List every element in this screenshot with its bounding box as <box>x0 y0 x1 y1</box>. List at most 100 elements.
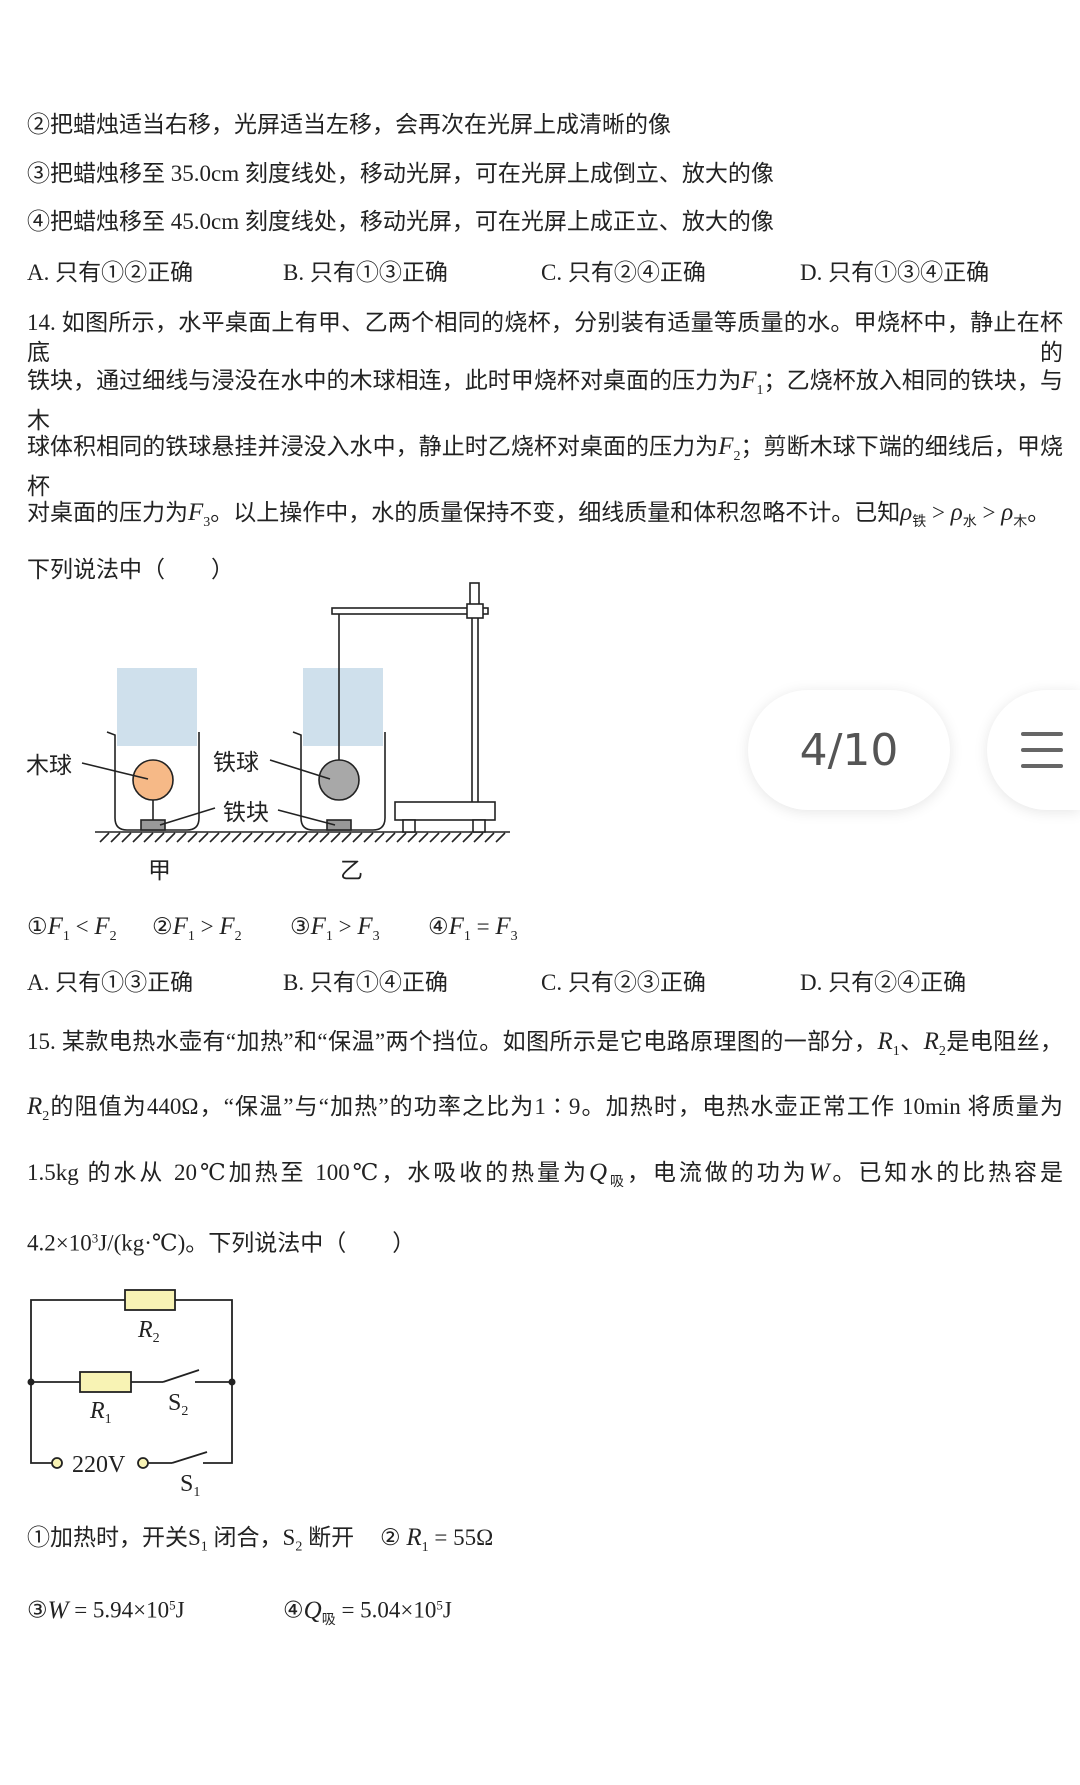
beaker-a <box>106 731 200 831</box>
hatch-mark <box>220 832 231 843</box>
math-symbol: F2 <box>718 433 740 464</box>
switch-s2 <box>162 1369 200 1383</box>
text: ② <box>380 1525 407 1550</box>
switch-s1 <box>171 1451 208 1464</box>
symbol: ρ <box>1001 499 1014 526</box>
subscript: 1 <box>756 383 764 398</box>
page-indicator[interactable]: 4/10 <box>748 690 950 810</box>
label-beaker-a: 甲 <box>148 858 171 883</box>
hatch-mark <box>242 832 253 843</box>
statement: ④F1 = F3 <box>428 912 518 952</box>
symbol: ρ <box>950 499 963 526</box>
text-line: 1.5kg 的水从 20℃加热至 100℃，水吸收的热量为Q吸，电流做的功为W。… <box>27 1158 1063 1190</box>
text: ①加热时，开关S <box>27 1525 201 1550</box>
math-symbol: R2 <box>923 1028 946 1059</box>
answer-choice[interactable]: D. 只有①③④正确 <box>800 260 990 285</box>
math-symbol: ρ木 <box>1001 499 1027 530</box>
statement: ③W = 5.94×105J <box>27 1590 185 1636</box>
subscript: 2 <box>234 929 242 944</box>
text: ②把蜡烛适当右移，光屏适当左移，会再次在光屏上成清晰的像 <box>27 112 671 137</box>
symbol: Q <box>303 1596 322 1624</box>
math-symbol: F1 <box>173 913 195 944</box>
hatch-mark <box>176 832 187 843</box>
hatch-mark <box>319 832 330 843</box>
text: 对桌面的压力为 <box>27 500 188 525</box>
text: ③把蜡烛移至 35.0cm 刻度线处，移动光屏，可在光屏上成倒立、放大的像 <box>27 161 774 186</box>
symbol: R <box>923 1028 939 1055</box>
statement: ①F1 < F2 <box>27 912 117 952</box>
subscript: 2 <box>295 1539 303 1555</box>
math-symbol: F3 <box>495 913 517 944</box>
text: 球体积相同的铁球悬挂并浸没入水中，静止时乙烧杯对桌面的压力为 <box>27 434 719 459</box>
symbol: F <box>718 433 734 460</box>
answer-choice[interactable]: C. 只有②③正确 <box>541 970 706 995</box>
text: > <box>976 500 1002 525</box>
text-line: 14. 如图所示，水平桌面上有甲、乙两个相同的烧杯，分别装有适量等质量的水。甲烧… <box>27 308 1063 365</box>
label-iron-ball: 铁球 <box>213 750 259 775</box>
text: ；乙烧杯放入相同的铁块，与木 <box>27 368 1064 433</box>
math-symbol: Q吸 <box>303 1596 336 1628</box>
answer-choice[interactable]: B. 只有①③正确 <box>283 260 448 285</box>
subscript: 吸 <box>321 1612 336 1628</box>
symbol: F <box>219 913 235 940</box>
superscript: 5 <box>169 1597 176 1612</box>
text: = <box>470 914 496 939</box>
statement: ②F1 > F2 <box>152 912 242 952</box>
hatch-mark <box>495 832 506 843</box>
subscript: 吸 <box>607 1175 627 1190</box>
hamburger-menu-icon[interactable] <box>987 690 1080 810</box>
symbol: F <box>495 913 511 940</box>
text: = 5.94×10 <box>68 1597 170 1623</box>
hatch-mark <box>473 832 484 843</box>
hatch-mark <box>110 832 121 843</box>
answer-choice[interactable]: A. 只有①②正确 <box>27 260 194 285</box>
answer-choice[interactable]: D. 只有②④正确 <box>800 970 967 995</box>
symbol: ρ <box>900 499 913 526</box>
label-wood-ball: 木球 <box>26 753 72 778</box>
text: = 5.04×10 <box>335 1597 437 1623</box>
hatch-mark <box>121 832 132 843</box>
math-symbol: ρ铁 <box>900 499 926 530</box>
hatch-mark <box>275 832 286 843</box>
math-symbol: W <box>48 1597 69 1624</box>
text: ③ <box>27 1597 48 1623</box>
hatch-mark <box>341 832 352 843</box>
label-iron-block: 铁块 <box>223 800 269 825</box>
superscript: 5 <box>436 1597 443 1612</box>
subscript: 1 <box>463 929 471 944</box>
symbol: W <box>808 1159 830 1186</box>
hatch-mark <box>99 832 110 843</box>
subscript: 1 <box>325 929 333 944</box>
text: ① <box>27 914 48 939</box>
beaker-figure: 木球 铁球 铁块 甲 乙 <box>26 582 510 883</box>
hatch-mark <box>253 832 264 843</box>
answer-choice[interactable]: A. 只有①③正确 <box>27 970 194 995</box>
answer-choice[interactable]: B. 只有①④正确 <box>283 970 448 995</box>
symbol: F <box>47 913 63 940</box>
hatch-mark <box>187 832 198 843</box>
hatch-mark <box>418 832 429 843</box>
text: ③ <box>290 914 311 939</box>
symbol: F <box>310 913 326 940</box>
subscript: 2 <box>109 929 117 944</box>
text: 14. 如图所示，水平桌面上有甲、乙两个相同的烧杯，分别装有适量等质量的水。甲烧… <box>27 310 1063 365</box>
statement: ④Q吸 = 5.04×105J <box>283 1590 452 1636</box>
symbol: F <box>448 913 464 940</box>
hatch-mark <box>330 832 341 843</box>
hatch-mark <box>451 832 462 843</box>
text: 、 <box>899 1029 924 1054</box>
circuit-diagram: R2 R1 S2 S1 220V <box>27 1289 236 1500</box>
text: J <box>442 1597 452 1623</box>
label-s2: S2 <box>168 1390 188 1419</box>
subscript: 水 <box>962 515 977 530</box>
stand-rod <box>471 607 479 804</box>
text: 。以上操作中，水的质量保持不变，细线质量和体积忽略不计。已知 <box>210 500 901 525</box>
text: 。 <box>1027 500 1051 525</box>
math-symbol: ρ水 <box>950 499 977 530</box>
text-line: 15. 某款电热水壶有“加热”和“保温”两个挡位。如图所示是它电路原理图的一部分… <box>27 1027 1063 1059</box>
text: < <box>69 914 95 939</box>
math-symbol: F1 <box>448 913 471 944</box>
hatch-mark <box>209 832 220 843</box>
text-line: ③把蜡烛移至 35.0cm 刻度线处，移动光屏，可在光屏上成倒立、放大的像 <box>27 159 774 189</box>
answer-choice[interactable]: C. 只有②④正确 <box>541 260 706 285</box>
